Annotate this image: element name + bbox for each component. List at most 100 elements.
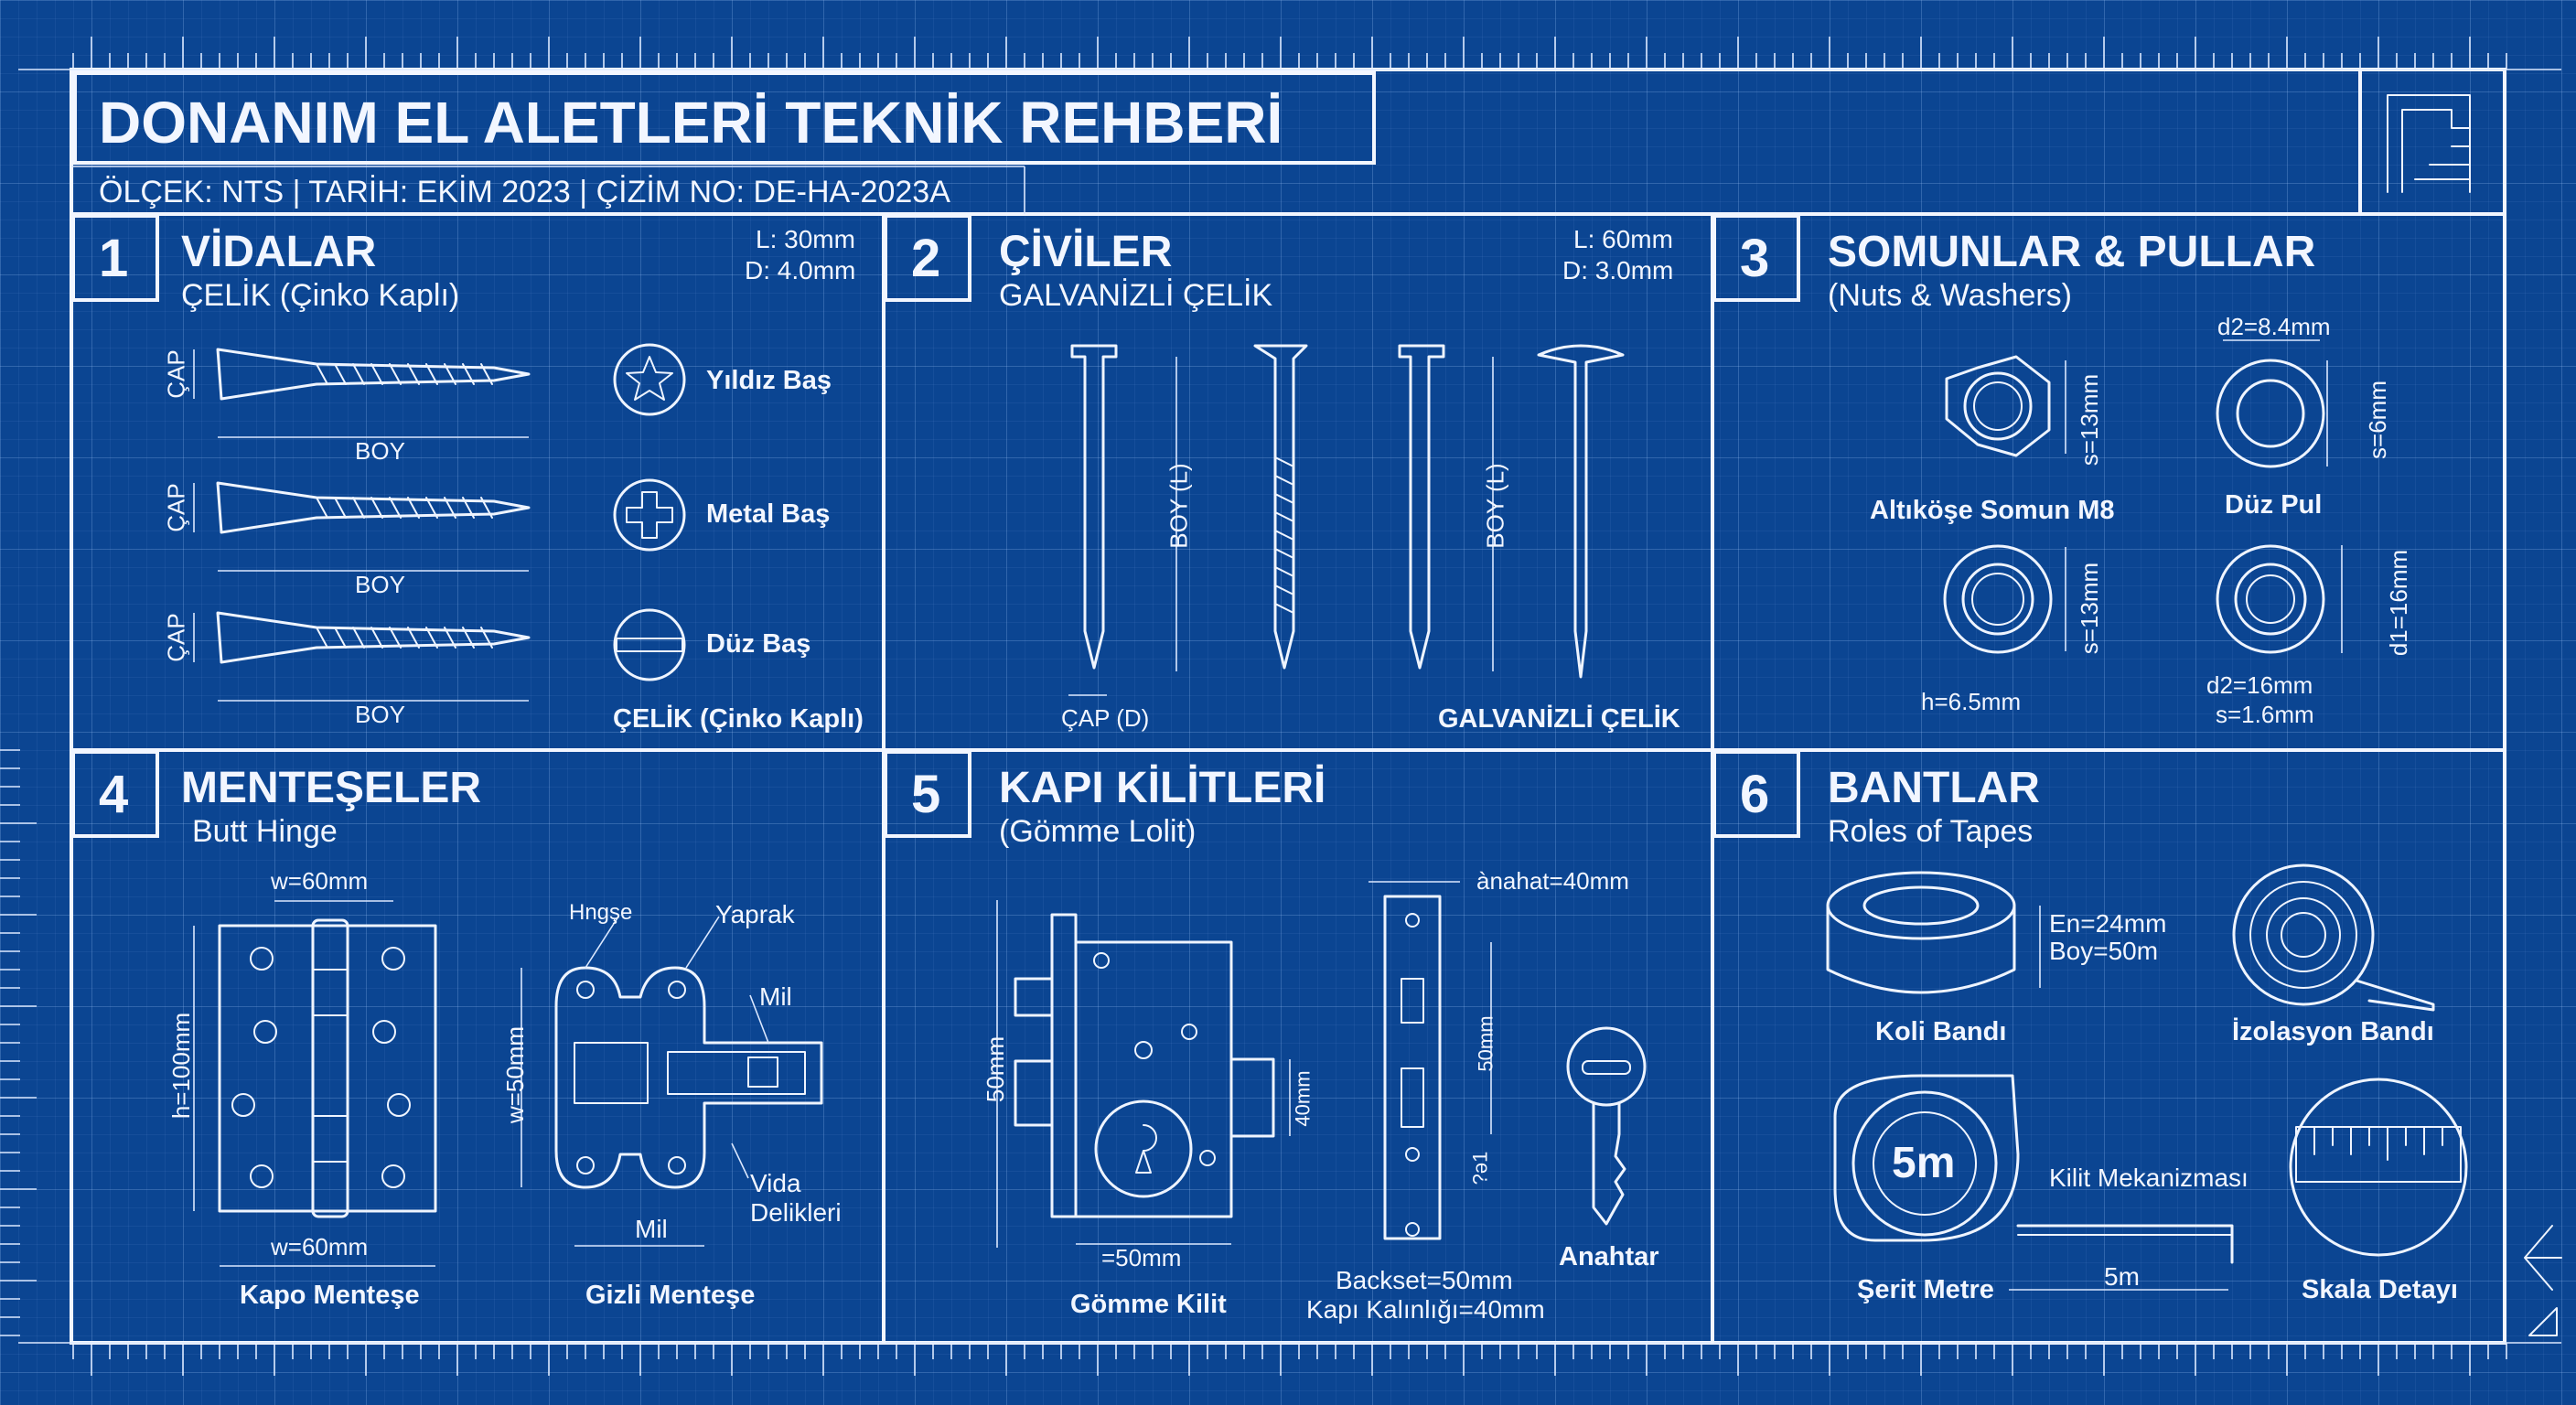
screw-2 <box>193 481 531 572</box>
drawing-frame <box>18 68 2562 1345</box>
concealed-hinge-drawing <box>521 916 823 1247</box>
lock-mechanism-label: Kilit Mekanizması <box>2049 1164 2249 1192</box>
nut-2-dim: s=13mm <box>2076 562 2104 655</box>
panel-2-spec-l: L: 60mm <box>1573 225 1673 253</box>
tape-measure-label: Şerit Metre <box>1857 1275 1994 1304</box>
washer-2-d2: d2=16mm <box>2206 671 2313 699</box>
mortise-height: 50mm <box>982 1035 1010 1103</box>
lock-faceplate-drawing <box>1368 881 1492 1240</box>
panel-3-number: 3 <box>1740 229 1770 288</box>
screw-3 <box>193 611 531 702</box>
tape-width: En=24mm <box>2049 909 2167 938</box>
panel-5-number: 5 <box>911 765 941 824</box>
panel-3-title: SOMUNLAR & PULLAR <box>1828 228 2316 276</box>
screw-2-boy-label: BOY <box>355 571 405 598</box>
hex-nut-icon <box>1945 355 2066 457</box>
faceplate-anahat: ànahat=40mm <box>1476 867 1629 895</box>
panel-2-title: ÇİVİLER <box>999 228 1173 276</box>
nail-cap-label: ÇAP (D) <box>1061 704 1150 732</box>
panel-1-spec-d: D: 4.0mm <box>745 256 856 284</box>
screw-1-boy-label: BOY <box>355 437 405 465</box>
star-head-icon <box>613 343 686 416</box>
page-title: DONANIM EL ALETLERİ TEKNİK REHBERİ <box>99 90 1283 156</box>
phillips-head-icon <box>613 478 686 552</box>
drawing-meta: ÖLÇEK: NTS | TARİH: EKİM 2023 | ÇİZİM NO… <box>99 175 950 209</box>
nail-boy-label-2: BOY (L) <box>1481 463 1509 549</box>
panel-3-subtitle: (Nuts & Washers) <box>1828 278 2073 313</box>
hex-nut-label: Altıköşe Somun M8 <box>1870 496 2115 525</box>
yaprak-callout: Yaprak <box>715 900 795 928</box>
panel-2-footer: GALVANİZLİ ÇELİK <box>1438 704 1680 734</box>
butt-hinge-w-bottom: w=60mm <box>271 1233 369 1260</box>
washer-2-d1: d1=16mm <box>2385 549 2413 657</box>
washer-d2: d2=8.4mm <box>2217 313 2331 340</box>
delikleri-callout: Delikleri <box>750 1198 842 1227</box>
packing-tape-icon <box>1826 871 2041 994</box>
backset-label: Backset=50mm <box>1336 1266 1513 1294</box>
ruler-bottom <box>72 1343 2507 1376</box>
vida-callout: Vida <box>750 1169 801 1197</box>
tape-measure-length: 5m <box>2104 1262 2140 1291</box>
nut-side-icon <box>1943 544 2066 654</box>
nail-boy-label-1: BOY (L) <box>1165 463 1193 549</box>
mortise-width: =50mm <box>1101 1244 1182 1271</box>
mil-callout: Mil <box>759 982 792 1011</box>
nut-2-height: h=6.5mm <box>1921 688 2022 715</box>
screw-drawings <box>193 348 531 702</box>
hinge-callout: Hngşe <box>569 900 633 925</box>
tape-length: Boy=50m <box>2049 937 2159 965</box>
panel-2-number: 2 <box>911 229 941 288</box>
panel-4-title: MENTEŞELER <box>181 764 482 812</box>
panel-6-number: 6 <box>1740 765 1770 824</box>
concealed-hinge-w: w=50mm <box>501 1025 530 1124</box>
screw-2-cap-label: ÇAP <box>162 483 190 532</box>
hex-nut-dim: s=13mm <box>2076 373 2104 467</box>
flat-head-label: Düz Baş <box>706 629 811 659</box>
ruler-left <box>0 749 37 1336</box>
butt-hinge-w-top: w=60mm <box>271 867 369 895</box>
panel-5-subtitle: (Gömme Lolit) <box>999 814 1197 849</box>
mortise-depth: 40mm <box>1291 1070 1315 1127</box>
ruler-top <box>72 37 2507 70</box>
butt-hinge-label: Kapo Menteşe <box>240 1281 420 1310</box>
washer-2-icon <box>2216 544 2343 654</box>
tape-measure-mark: 5m <box>1892 1139 1956 1187</box>
panel-2-spec-d: D: 3.0mm <box>1562 256 1674 284</box>
washer-s: s=6mm <box>2363 381 2391 459</box>
arrow-icon <box>2524 1225 2562 1291</box>
flat-washer-icon <box>2216 339 2328 468</box>
key-label: Anahtar <box>1559 1242 1659 1271</box>
corner-mark-icon <box>2528 1307 2558 1336</box>
panel-6-title: BANTLAR <box>1828 764 2040 812</box>
scale-detail-label: Skala Detayı <box>2302 1275 2458 1304</box>
butt-hinge-h: h=100mm <box>167 1012 196 1120</box>
packing-tape-label: Koli Bandı <box>1875 1017 2007 1046</box>
faceplate-small-dim: ?ǝ1 <box>1468 1151 1492 1185</box>
butt-hinge-drawing <box>193 900 437 1267</box>
mortise-lock-label: Gömme Kilit <box>1070 1290 1227 1319</box>
panel-1-spec-l: L: 30mm <box>756 225 855 253</box>
key-icon <box>1566 1026 1647 1226</box>
mil-bottom-label: Mil <box>635 1215 668 1243</box>
panel-1-subtitle: ÇELİK (Çinko Kaplı) <box>181 278 460 313</box>
insulation-tape-label: İzolasyon Bandı <box>2232 1017 2434 1046</box>
panel-5-title: KAPI KİLİTLERİ <box>999 764 1326 812</box>
phillips-head-label: Metal Baş <box>706 499 831 529</box>
concealed-hinge-label: Gizli Menteşe <box>585 1281 756 1310</box>
tape-measure-icon <box>1833 1074 2234 1291</box>
nail-drawings <box>1068 344 1625 696</box>
screw-3-boy-label: BOY <box>355 701 405 728</box>
screw-1-cap-label: ÇAP <box>162 349 190 399</box>
flat-washer-label: Düz Pul <box>2225 490 2323 520</box>
flat-head-icon <box>613 608 686 681</box>
screw-3-cap-label: ÇAP <box>162 613 190 662</box>
panel-6-subtitle: Roles of Tapes <box>1828 814 2034 849</box>
star-head-label: Yıldız Baş <box>706 366 832 395</box>
faceplate-height: 50mm <box>1474 1015 1497 1072</box>
door-thickness-label: Kapı Kalınlığı=40mm <box>1306 1295 1545 1324</box>
panel-4-subtitle: Butt Hinge <box>192 814 338 849</box>
panel-4-number: 4 <box>99 765 129 824</box>
logo-icon <box>2387 94 2471 193</box>
